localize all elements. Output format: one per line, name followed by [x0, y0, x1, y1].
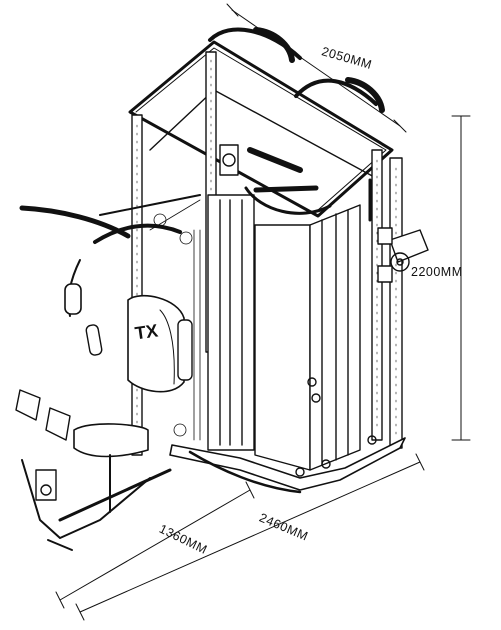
cable-crossbar	[219, 144, 332, 215]
back-pad	[127, 294, 193, 393]
dimension-lines	[55, 3, 471, 621]
top-frame	[128, 27, 394, 218]
brand-logo: TX	[133, 320, 160, 344]
height-dimension-label: 2200MM	[411, 265, 463, 279]
cable-lines	[149, 199, 201, 441]
base-frame	[169, 377, 406, 494]
weight-stack-left	[207, 194, 255, 451]
press-arms	[19, 194, 201, 356]
seat-assembly	[15, 389, 172, 551]
right-pulley-assembly	[368, 178, 429, 283]
weight-stack-right	[254, 204, 361, 471]
